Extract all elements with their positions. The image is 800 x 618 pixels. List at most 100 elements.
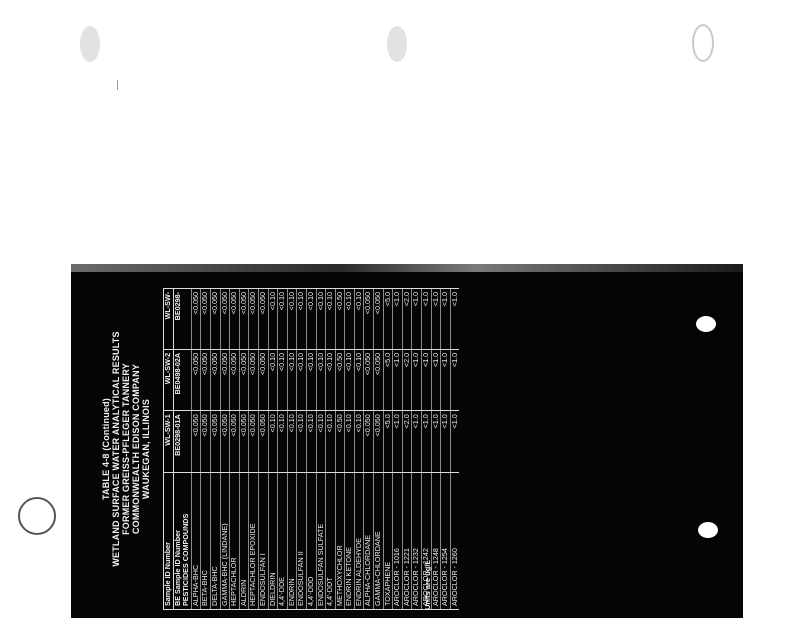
section-empty-cell bbox=[182, 288, 192, 350]
table-row: HEPTACHLOR<0.050<0.050<0.050 bbox=[229, 288, 240, 610]
table-row: AROCLOR - 1260<1.0<1.0<1.0 bbox=[450, 288, 460, 610]
section-empty-cell bbox=[182, 410, 192, 473]
table-title: TABLE 4-8 (Continued) bbox=[101, 397, 111, 501]
row-value: <1.0 bbox=[440, 349, 451, 411]
row-value: <0.050 bbox=[373, 288, 384, 350]
row-value: <0.050 bbox=[248, 288, 259, 350]
row-label: Sample ID Number bbox=[163, 472, 174, 610]
photocopied-table-sheet: TABLE 4-8 (Continued) WETLAND SURFACE WA… bbox=[71, 264, 743, 618]
table-row: ENDOSULFAN SULFATE<0.10<0.10<0.10 bbox=[316, 288, 326, 610]
row-value: <0.050 bbox=[248, 349, 259, 411]
row-value: <1.0 bbox=[450, 288, 460, 350]
row-value: <0.10 bbox=[344, 410, 355, 473]
section-label: PESTICIDES COMPOUNDS bbox=[181, 472, 192, 610]
row-value: <1.0 bbox=[392, 410, 403, 473]
binder-hole-top-center bbox=[387, 26, 407, 62]
row-label: AROCLOR - 1254 bbox=[440, 472, 451, 610]
row-label: DELTA-BHC bbox=[210, 472, 221, 610]
row-value: <0.10 bbox=[296, 349, 307, 411]
table-row: ENDOSULFAN I<0.050<0.050<0.050 bbox=[258, 288, 269, 610]
row-value: <0.050 bbox=[373, 410, 384, 473]
row-value: WL-SW-2 bbox=[163, 349, 174, 411]
row-value: <0.10 bbox=[325, 349, 336, 411]
row-value: <0.10 bbox=[306, 288, 316, 350]
table-row: GAMMA-CHLORDANE<0.050<0.050<0.050 bbox=[373, 288, 384, 610]
row-value: <1.0 bbox=[421, 410, 432, 473]
row-label: 4,4'-DDD bbox=[306, 472, 316, 610]
section-row: PESTICIDES COMPOUNDS bbox=[181, 288, 192, 610]
row-value: <1.0 bbox=[450, 410, 460, 473]
row-value: <0.10 bbox=[277, 410, 288, 473]
table-subtitle-3: COMMONWEALTH EDISON COMPANY bbox=[131, 363, 141, 535]
row-label: AROCLOR - 1260 bbox=[450, 472, 460, 610]
row-value: <0.050 bbox=[248, 410, 259, 473]
row-value: <0.050 bbox=[210, 410, 221, 473]
row-value: <0.10 bbox=[344, 349, 355, 411]
row-value: <1.0 bbox=[421, 288, 432, 350]
binder-hole-left bbox=[18, 497, 56, 535]
rotated-table-content: TABLE 4-8 (Continued) WETLAND SURFACE WA… bbox=[101, 284, 631, 614]
row-value: <1.0 bbox=[421, 349, 432, 411]
row-label: AROCLOR - 1016 bbox=[392, 472, 403, 610]
row-value: <0.050 bbox=[258, 288, 269, 350]
row-value: <0.050 bbox=[229, 410, 240, 473]
row-label: 4,4'-DDT bbox=[325, 472, 336, 610]
sheet-punch-hole-upper bbox=[696, 316, 716, 332]
table-row: ENDRIN KETONE<0.10<0.10<0.10 bbox=[344, 288, 355, 610]
row-label: HEPTACHLOR bbox=[229, 472, 240, 610]
table-row: ENDOSULFAN II<0.10<0.10<0.10 bbox=[296, 288, 307, 610]
row-value: <0.10 bbox=[325, 410, 336, 473]
table-subtitle-4: WAUKEGAN, ILLINOIS bbox=[141, 398, 151, 500]
sheet-punch-hole-lower bbox=[698, 522, 718, 538]
table-row: 4,4'-DDD<0.10<0.10<0.10 bbox=[306, 288, 316, 610]
section-empty-cell bbox=[182, 349, 192, 411]
row-value: <1.0 bbox=[440, 410, 451, 473]
table-row: DIELDRIN<0.10<0.10<0.10 bbox=[268, 288, 278, 610]
table-header: TABLE 4-8 (Continued) WETLAND SURFACE WA… bbox=[101, 284, 151, 614]
table-row: HEPTACHLOR EPOXIDE<0.050<0.050<0.050 bbox=[248, 288, 259, 610]
row-value: <1.0 bbox=[392, 349, 403, 411]
row-value: <0.10 bbox=[344, 288, 355, 350]
table-subtitle-1: WETLAND SURFACE WATER ANALYTICAL RESULTS bbox=[111, 331, 121, 567]
row-value: <0.050 bbox=[229, 288, 240, 350]
row-value: <0.050 bbox=[210, 349, 221, 411]
row-label: ENDOSULFAN II bbox=[296, 472, 307, 610]
row-value: <0.050 bbox=[229, 349, 240, 411]
table-row: 4,4'-DDE<0.10<0.10<0.10 bbox=[277, 288, 288, 610]
table-row: AROCLOR - 1254<1.0<1.0<1.0 bbox=[440, 288, 451, 610]
row-label: 4,4'-DDE bbox=[277, 472, 288, 610]
row-value: <0.050 bbox=[373, 349, 384, 411]
row-value: <0.10 bbox=[306, 410, 316, 473]
row-value: <0.050 bbox=[258, 349, 269, 411]
row-value: <0.10 bbox=[325, 288, 336, 350]
row-value: <0.10 bbox=[277, 288, 288, 350]
scan-mark bbox=[117, 80, 118, 90]
row-value: <0.10 bbox=[296, 410, 307, 473]
row-label: ENDRIN KETONE bbox=[344, 472, 355, 610]
row-value: BE0498-02A bbox=[173, 349, 183, 411]
row-value: <1.0 bbox=[392, 288, 403, 350]
row-value: <1.0 bbox=[440, 288, 451, 350]
table-row: BETA-BHC<0.050<0.050<0.050 bbox=[200, 288, 211, 610]
row-value: <0.050 bbox=[210, 288, 221, 350]
sheet-edge-noise bbox=[71, 264, 743, 272]
table-row: DELTA-BHC<0.050<0.050<0.050 bbox=[210, 288, 221, 610]
row-value: <0.10 bbox=[306, 349, 316, 411]
table-row: ALPHA-BHC<0.050<0.050<0.050 bbox=[191, 288, 201, 610]
binder-hole-top-right bbox=[692, 24, 714, 62]
row-value: <1.0 bbox=[450, 349, 460, 411]
row-label: GAMMA-CHLORDANE bbox=[373, 472, 384, 610]
row-label: HEPTACHLOR EPOXIDE bbox=[248, 472, 259, 610]
units-footnote: Units are ug/L bbox=[423, 559, 432, 610]
row-value: <0.050 bbox=[258, 410, 269, 473]
row-value: <0.10 bbox=[296, 288, 307, 350]
row-value: WL-SW- bbox=[163, 288, 174, 350]
table-row: 4,4'-DDT<0.10<0.10<0.10 bbox=[325, 288, 336, 610]
row-label: ENDOSULFAN I bbox=[258, 472, 269, 610]
row-value: BE0298- bbox=[173, 288, 183, 350]
table-subtitle-2: FORMER GREISS-PFLEGER TANNERY bbox=[121, 363, 131, 535]
row-value: BE0298-01A bbox=[173, 410, 183, 473]
